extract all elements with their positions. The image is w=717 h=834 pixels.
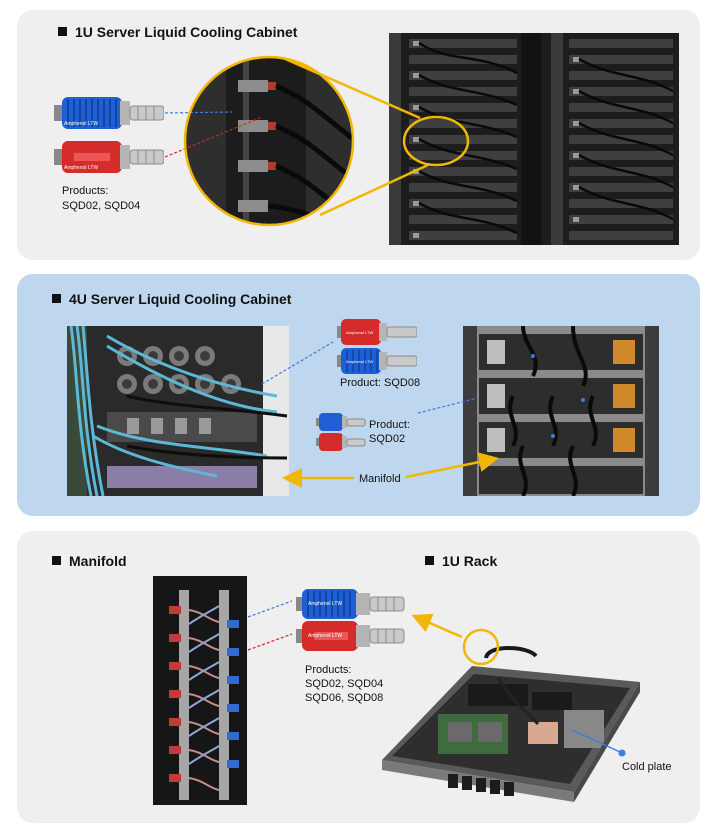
- connector-brand-text: Amphenol LTW: [346, 359, 374, 364]
- connector-brand-text: Amphenol LTW: [64, 121, 99, 127]
- zoom-circle-photo: [186, 58, 352, 224]
- section-title-1u-rack: 1U Rack: [425, 553, 497, 569]
- blue-connector-image: [54, 97, 164, 129]
- connector-brand-text: Amphenol LTW: [346, 330, 374, 335]
- products-heading: Products:: [62, 185, 109, 197]
- red-connector-image: [316, 433, 366, 451]
- products-list: SQD02, SQD04: [62, 200, 141, 212]
- rack-connector-highlight: [462, 628, 500, 666]
- bullet-square-icon: [425, 556, 434, 565]
- blue-dashed-leader: [417, 397, 479, 414]
- cold-plate-leader: [571, 729, 621, 753]
- connector-brand-text: Amphenol LTW: [64, 165, 99, 171]
- manifold-photo: [153, 576, 247, 805]
- manifold-arrow-right: [405, 452, 499, 479]
- bullet-square-icon: [52, 556, 61, 565]
- blue-connector-image: [337, 348, 417, 374]
- blue-connector-image: [316, 413, 366, 431]
- section-title-1u-cabinet: 1U Server Liquid Cooling Cabinet: [58, 24, 297, 40]
- section-title-manifold: Manifold: [52, 553, 127, 569]
- products-line-1: SQD02, SQD04: [305, 678, 384, 690]
- bullet-square-icon: [52, 294, 61, 303]
- red-connector-image: [337, 319, 417, 345]
- products-heading: Products:: [305, 664, 352, 676]
- blue-dashed-leader: [247, 600, 293, 618]
- bullet-square-icon: [58, 27, 67, 36]
- cabinet-cables-photo: [67, 326, 289, 496]
- blue-connector-image: [296, 589, 405, 619]
- product-sqd08-label: Product: SQD08: [340, 377, 421, 389]
- server-rack-photo: [389, 33, 679, 245]
- cold-plate-dot: [618, 749, 626, 757]
- red-dashed-leader: [247, 633, 293, 651]
- blue-dashed-leader: [164, 111, 233, 114]
- blue-dashed-leader: [261, 341, 334, 385]
- red-connector-image: [296, 621, 405, 651]
- products-line-2: SQD06, SQD08: [305, 692, 384, 704]
- manifold-label: Manifold: [359, 473, 401, 485]
- cold-plate-label: Cold plate: [622, 761, 672, 773]
- rack-callout-arrow: [411, 613, 463, 639]
- 1u-rack-server-image: [382, 646, 640, 802]
- connector-brand-text: Amphenol LTW: [308, 633, 343, 639]
- red-connector-image: [54, 141, 164, 173]
- zoom-circle-outline: [183, 55, 355, 227]
- red-dashed-leader: [164, 116, 263, 158]
- product-sqd02-heading: Product:: [369, 419, 410, 431]
- rack-highlight-ellipse: [402, 115, 470, 167]
- section-title-4u-cabinet: 4U Server Liquid Cooling Cabinet: [52, 291, 291, 307]
- zoom-guide-line: [282, 56, 421, 120]
- product-sqd02-value: SQD02: [369, 433, 406, 445]
- zoom-guide-line: [319, 162, 431, 217]
- connector-brand-text: Amphenol LTW: [308, 601, 343, 607]
